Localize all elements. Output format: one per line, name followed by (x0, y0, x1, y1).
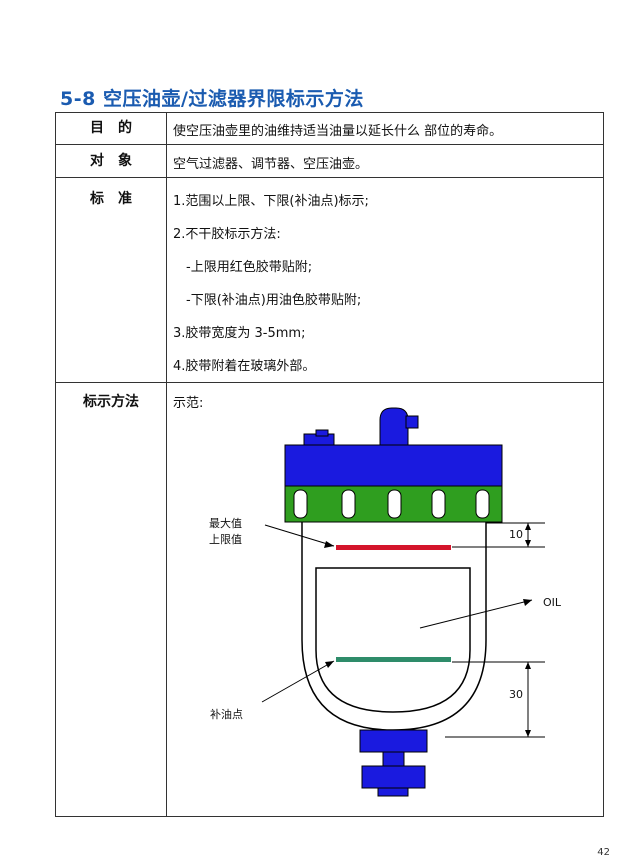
bowl-outer (301, 522, 487, 731)
row-target: 对 象 空气过滤器、调节器、空压油壶。 (56, 145, 603, 178)
window-slot (341, 489, 356, 519)
example-label: 示范: (173, 396, 204, 411)
row-method: 标示方法 示范: (56, 383, 603, 816)
max-value-label: 最大值 (209, 517, 242, 530)
row-purpose: 目 的 使空压油壶里的油维持适当油量以延长什么 部位的寿命。 (56, 113, 603, 145)
dim-bottom-value: 30 (509, 688, 523, 701)
drain-block (359, 729, 428, 753)
row-standard: 标 准 1.范围以上限、下限(补油点)标示; 2.不干胶标示方法: -上限用红色… (56, 178, 603, 383)
standard-line-1: 1.范围以上限、下限(补油点)标示; (173, 194, 369, 209)
top-right-dome (379, 407, 409, 447)
purpose-label: 目 的 (56, 113, 167, 144)
lower-limit-tape (336, 657, 451, 662)
window-slot (387, 489, 402, 519)
standard-label: 标 准 (56, 178, 167, 382)
standard-line-4: -下限(补油点)用油色胶带贴附; (186, 293, 362, 308)
upper-limit-label: 上限值 (209, 533, 242, 546)
target-value: 空气过滤器、调节器、空压油壶。 (173, 157, 369, 172)
drain-valve (361, 765, 426, 789)
oil-label: OIL (543, 596, 562, 609)
standard-line-5: 3.胶带宽度为 3-5mm; (173, 326, 306, 341)
head-block (284, 444, 503, 487)
bowl-inner (315, 567, 471, 713)
dim-top-value: 10 (509, 528, 523, 541)
top-right-nub (405, 415, 419, 429)
standard-line-3: -上限用红色胶带贴附; (186, 260, 313, 275)
target-label: 对 象 (56, 145, 167, 177)
window-slot (293, 489, 308, 519)
window-slot (475, 489, 490, 519)
standard-line-2: 2.不干胶标示方法: (173, 227, 281, 242)
drain-tip (377, 787, 409, 797)
window-slot (431, 489, 446, 519)
max-leader (264, 524, 335, 547)
refill-point-label: 补油点 (210, 708, 243, 721)
limit-marking-table: 目 的 使空压油壶里的油维持适当油量以延长什么 部位的寿命。 对 象 空气过滤器… (55, 112, 604, 817)
purpose-value: 使空压油壶里的油维持适当油量以延长什么 部位的寿命。 (173, 124, 503, 139)
page-number: 42 (597, 847, 610, 858)
refill-leader (261, 660, 335, 703)
upper-limit-tape (336, 545, 451, 550)
oil-leader (419, 599, 533, 629)
standard-line-6: 4.胶带附着在玻璃外部。 (173, 359, 316, 374)
top-left-fitting-knob (315, 429, 329, 437)
method-label: 标示方法 (56, 383, 167, 816)
page-title: 5-8 空压油壶/过滤器界限标示方法 (60, 88, 364, 110)
